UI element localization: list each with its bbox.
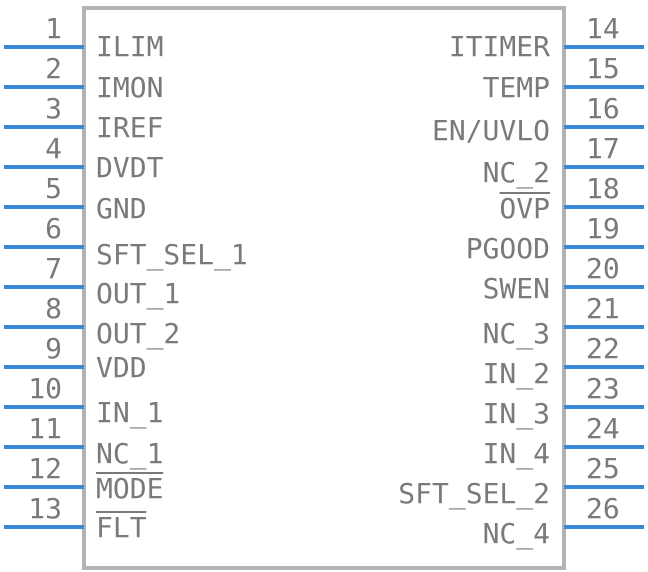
- pin-number: 15: [586, 52, 620, 85]
- pin-number: 5: [45, 172, 62, 205]
- pin-number: 18: [586, 172, 620, 205]
- pin-number: 7: [45, 252, 62, 285]
- pin-number: 22: [586, 332, 620, 365]
- pin-number: 13: [28, 492, 62, 525]
- pin-name: FLT: [96, 511, 147, 544]
- pin-name: NC_3: [483, 317, 550, 351]
- pin-name: ITIMER: [449, 30, 550, 63]
- pin-name: DVDT: [96, 151, 164, 184]
- pin-name: IN_3: [483, 397, 550, 431]
- pin-number: 8: [45, 292, 62, 325]
- pin-name: IN_2: [483, 357, 550, 391]
- pin-number: 3: [45, 92, 62, 125]
- pin-number: 23: [586, 372, 620, 405]
- pin-number: 2: [45, 52, 62, 85]
- pin-number: 16: [586, 92, 620, 125]
- pin-number: 24: [586, 412, 620, 445]
- pin-name: SFT_SEL_2: [398, 477, 550, 511]
- left-pin-group: 1ILIM2IMON3IREF4DVDT5GND6SFT_SEL_17OUT_1…: [4, 12, 248, 544]
- pin-name: IN_1: [96, 396, 163, 430]
- pin-name: NC_2: [483, 156, 550, 190]
- pin-number: 9: [45, 332, 62, 365]
- pin-name: ILIM: [96, 30, 163, 63]
- pin-name: IMON: [96, 71, 163, 104]
- pin-name: VDD: [96, 351, 147, 384]
- pin-name: OVP: [499, 192, 550, 225]
- pin-number: 26: [586, 492, 620, 525]
- pin-number: 6: [45, 212, 62, 245]
- pin-number: 14: [586, 12, 620, 45]
- pin-number: 21: [586, 292, 620, 325]
- pin-name: NC_4: [483, 517, 550, 551]
- pin-name: OUT_2: [96, 317, 180, 351]
- pin-number: 17: [586, 132, 620, 165]
- pin-number: 10: [28, 372, 62, 405]
- pin-name: IREF: [96, 111, 163, 144]
- pin-number: 1: [45, 12, 62, 45]
- pin-name: PGOOD: [466, 232, 550, 265]
- pin-number: 19: [586, 212, 620, 245]
- pin-name: SFT_SEL_1: [96, 238, 248, 272]
- ic-body: [82, 6, 566, 570]
- pin-number: 25: [586, 452, 620, 485]
- pin-name: MODE: [96, 472, 163, 505]
- pin-number: 12: [28, 452, 62, 485]
- pin-name: GND: [96, 192, 147, 225]
- pin-number: 4: [45, 132, 62, 165]
- pin-number: 11: [28, 412, 62, 445]
- pin-name: OUT_1: [96, 277, 180, 311]
- pin-name: TEMP: [483, 71, 550, 104]
- pin-name: SWEN: [483, 272, 550, 305]
- pin-name: NC_1: [96, 437, 163, 471]
- pin-number: 20: [586, 252, 620, 285]
- pin-name: IN_4: [483, 437, 550, 471]
- pin-name: EN/UVLO: [432, 114, 550, 147]
